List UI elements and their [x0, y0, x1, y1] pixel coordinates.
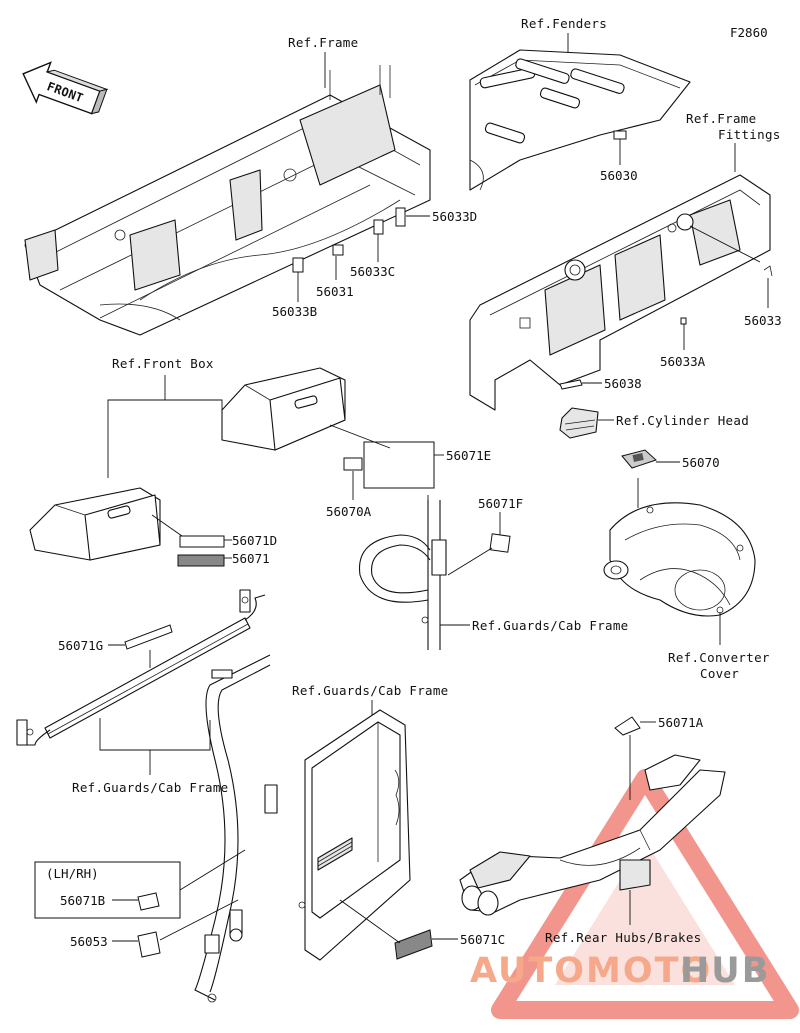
- part-56071E: 56071E: [446, 448, 491, 463]
- cab-frame-post-drawing: [358, 495, 447, 650]
- decal-56071: [177, 554, 225, 567]
- decal-56071F: [489, 533, 511, 553]
- part-56071B: 56071B: [60, 893, 105, 908]
- part-56031: 56031: [316, 284, 354, 299]
- cab-tube-drawing: [194, 654, 278, 1003]
- part-56070: 56070: [682, 455, 720, 470]
- cylinder-head-drawing: [559, 407, 599, 439]
- decal-56071B: [137, 892, 160, 911]
- front-box-drawing-upper: [221, 367, 346, 451]
- part-56071D: 56071D: [232, 533, 277, 548]
- ref-frame-label: Ref.Frame: [288, 35, 358, 50]
- decal-56033A: [680, 317, 687, 325]
- decal-56030: [613, 130, 627, 140]
- decal-56071E: [363, 441, 435, 489]
- part-56033D: 56033D: [432, 209, 477, 224]
- decal-56033D: [395, 207, 406, 227]
- part-56033B: 56033B: [272, 304, 317, 319]
- frame-fittings-drawing: [469, 174, 771, 411]
- converter-cover-drawing: [603, 502, 756, 617]
- part-56033: 56033: [744, 313, 782, 328]
- ref-frame-fittings-label-2: Fittings: [718, 127, 781, 142]
- part-56071C: 56071C: [460, 932, 505, 947]
- front-arrow-icon: FRONT: [22, 61, 109, 115]
- ref-rear-hubs-brakes-label: Ref.Rear Hubs/Brakes: [545, 930, 702, 945]
- decal-56033: [763, 265, 773, 277]
- ref-frame-fittings-label-1: Ref.Frame: [686, 111, 756, 126]
- ref-guards-cab-frame-label-3: Ref.Guards/Cab Frame: [292, 683, 449, 698]
- part-56038: 56038: [604, 376, 642, 391]
- front-box-drawing-lower: [29, 487, 161, 561]
- guard-bar-drawing: [16, 589, 266, 746]
- ref-fenders-label: Ref.Fenders: [521, 16, 607, 31]
- decal-56033B: [292, 257, 304, 273]
- decal-56071A: [614, 716, 641, 736]
- cab-door-drawing: [298, 709, 411, 961]
- decal-56071G: [124, 624, 173, 650]
- frame-drawing: [24, 65, 431, 336]
- ref-converter-cover-label-2: Cover: [700, 666, 739, 681]
- decal-56031: [332, 244, 344, 256]
- ref-guards-cab-frame-label-1: Ref.Guards/Cab Frame: [472, 618, 629, 633]
- ref-front-box-label: Ref.Front Box: [112, 356, 214, 371]
- decal-56070: [621, 449, 657, 469]
- fender-drawing: [469, 49, 691, 191]
- decal-56070A: [343, 457, 363, 471]
- diagram-code: F2860: [730, 25, 768, 40]
- watermark-part-2: HUB: [680, 951, 770, 991]
- decal-56071C: [394, 929, 433, 960]
- watermark-logo: AUTOMOTO HUB: [470, 951, 770, 991]
- lh-rh-note: (LH/RH): [46, 866, 99, 881]
- decal-56053: [137, 931, 161, 958]
- part-56070A: 56070A: [326, 504, 372, 519]
- watermark-triangle-icon: [491, 769, 799, 1019]
- part-56030: 56030: [600, 168, 638, 183]
- ref-converter-cover-label-1: Ref.Converter: [668, 650, 770, 665]
- decal-56071D: [179, 535, 225, 548]
- decal-56038: [559, 379, 583, 390]
- part-56071G: 56071G: [58, 638, 103, 653]
- part-56071: 56071: [232, 551, 270, 566]
- part-56053: 56053: [70, 934, 108, 949]
- part-56071F: 56071F: [478, 496, 523, 511]
- part-56033A: 56033A: [660, 354, 706, 369]
- decal-56033C: [373, 219, 384, 235]
- ref-cylinder-head-label: Ref.Cylinder Head: [616, 413, 749, 428]
- part-56033C: 56033C: [350, 264, 395, 279]
- rear-hub-drawing: [459, 754, 726, 916]
- ref-guards-cab-frame-label-2: Ref.Guards/Cab Frame: [72, 780, 229, 795]
- part-56071A: 56071A: [658, 715, 704, 730]
- watermark-part-1: AUTOMOTO: [470, 951, 712, 991]
